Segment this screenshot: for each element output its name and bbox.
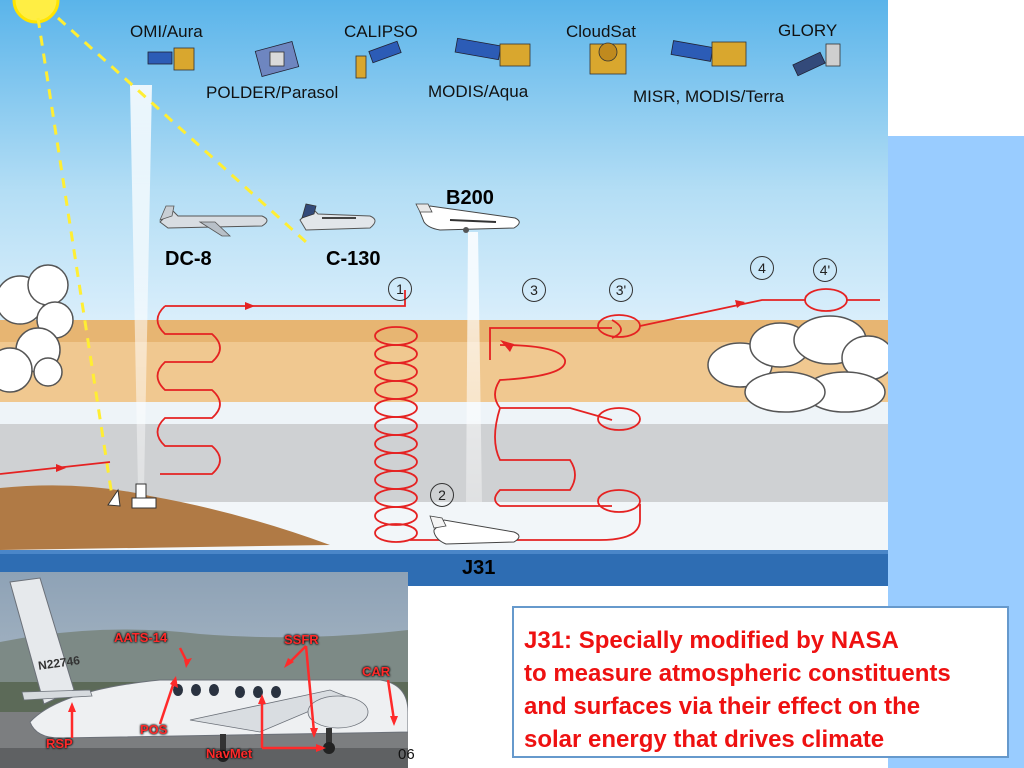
info-line-3: and surfaces via their effect on the [524, 693, 921, 720]
label-car: CAR [362, 664, 391, 679]
dc8-aircraft [159, 205, 268, 237]
label-navmet: NavMet [206, 746, 253, 761]
label-c130: C-130 [326, 248, 381, 270]
land [0, 485, 330, 550]
label-rsp: RSP [46, 736, 73, 751]
clear-band [0, 402, 888, 424]
satellite-misr-modis-terra-icon [670, 40, 747, 67]
satellite-calipso-icon [355, 40, 402, 79]
step-4: 4 [750, 256, 774, 280]
b200-aircraft [415, 203, 520, 233]
slide-number: 06 [398, 746, 415, 763]
satellite-glory-icon [792, 43, 841, 77]
lidar-beam-b200 [466, 232, 482, 502]
step-3: 3 [522, 278, 546, 302]
label-b200: B200 [446, 187, 494, 209]
label-calipso: CALIPSO [344, 22, 418, 41]
step-2: 2 [430, 483, 454, 507]
satellite-cloudsat-icon [589, 42, 627, 75]
info-line-4: solar energy that drives climate [524, 726, 885, 753]
label-glory: GLORY [778, 21, 838, 40]
satellite-polder-parasol-icon [254, 41, 300, 77]
step-3-prime: 3' [609, 278, 633, 302]
label-ssfr: SSFR [284, 632, 319, 647]
step-4-prime: 4' [813, 258, 837, 282]
satellite-omi-aura-icon [147, 47, 195, 71]
label-polder-parasol: POLDER/Parasol [206, 83, 339, 102]
label-j31: J31 [462, 557, 496, 579]
sun-ray-c130 [56, 16, 308, 244]
lidar-beam-left [130, 85, 152, 488]
info-line-2: to measure atmospheric constituents [524, 660, 951, 687]
label-dc8: DC-8 [165, 248, 212, 270]
label-pos: POS [140, 722, 168, 737]
left-cloud [0, 264, 74, 393]
info-box: J31: Specially modified by NASA to measu… [512, 606, 1009, 758]
ocean-bar-top [0, 550, 888, 554]
satellite-modis-aqua-icon [454, 37, 531, 67]
info-line-1: J31: Specially modified by NASA [524, 627, 899, 654]
label-modis-aqua: MODIS/Aqua [428, 82, 529, 101]
step-1: 1 [388, 277, 412, 301]
sun-ray-ground [36, 17, 114, 497]
j31-aircraft [429, 515, 520, 545]
label-aats14: AATS-14 [114, 630, 168, 645]
ground-instruments [107, 483, 157, 509]
aerosol-layer-top [0, 320, 888, 342]
info-text: J31: Specially modified by NASA to measu… [524, 624, 1004, 756]
spiral-descent [374, 326, 418, 543]
j31-photo-graphic [0, 572, 408, 768]
right-cloud [707, 315, 888, 413]
label-omi-aura: OMI/Aura [130, 22, 203, 41]
j31-photo: N22746 AATS-14 SSFR CAR POS RSP NavMet [0, 572, 408, 768]
label-misr-modis-terra: MISR, MODIS/Terra [633, 87, 785, 106]
sun [12, 0, 60, 24]
label-cloudsat: CloudSat [566, 22, 636, 41]
atmosphere-scene: OMI/Aura CALIPSO CloudSat GLORY POLDER/P… [0, 0, 888, 586]
c130-aircraft [299, 203, 376, 231]
